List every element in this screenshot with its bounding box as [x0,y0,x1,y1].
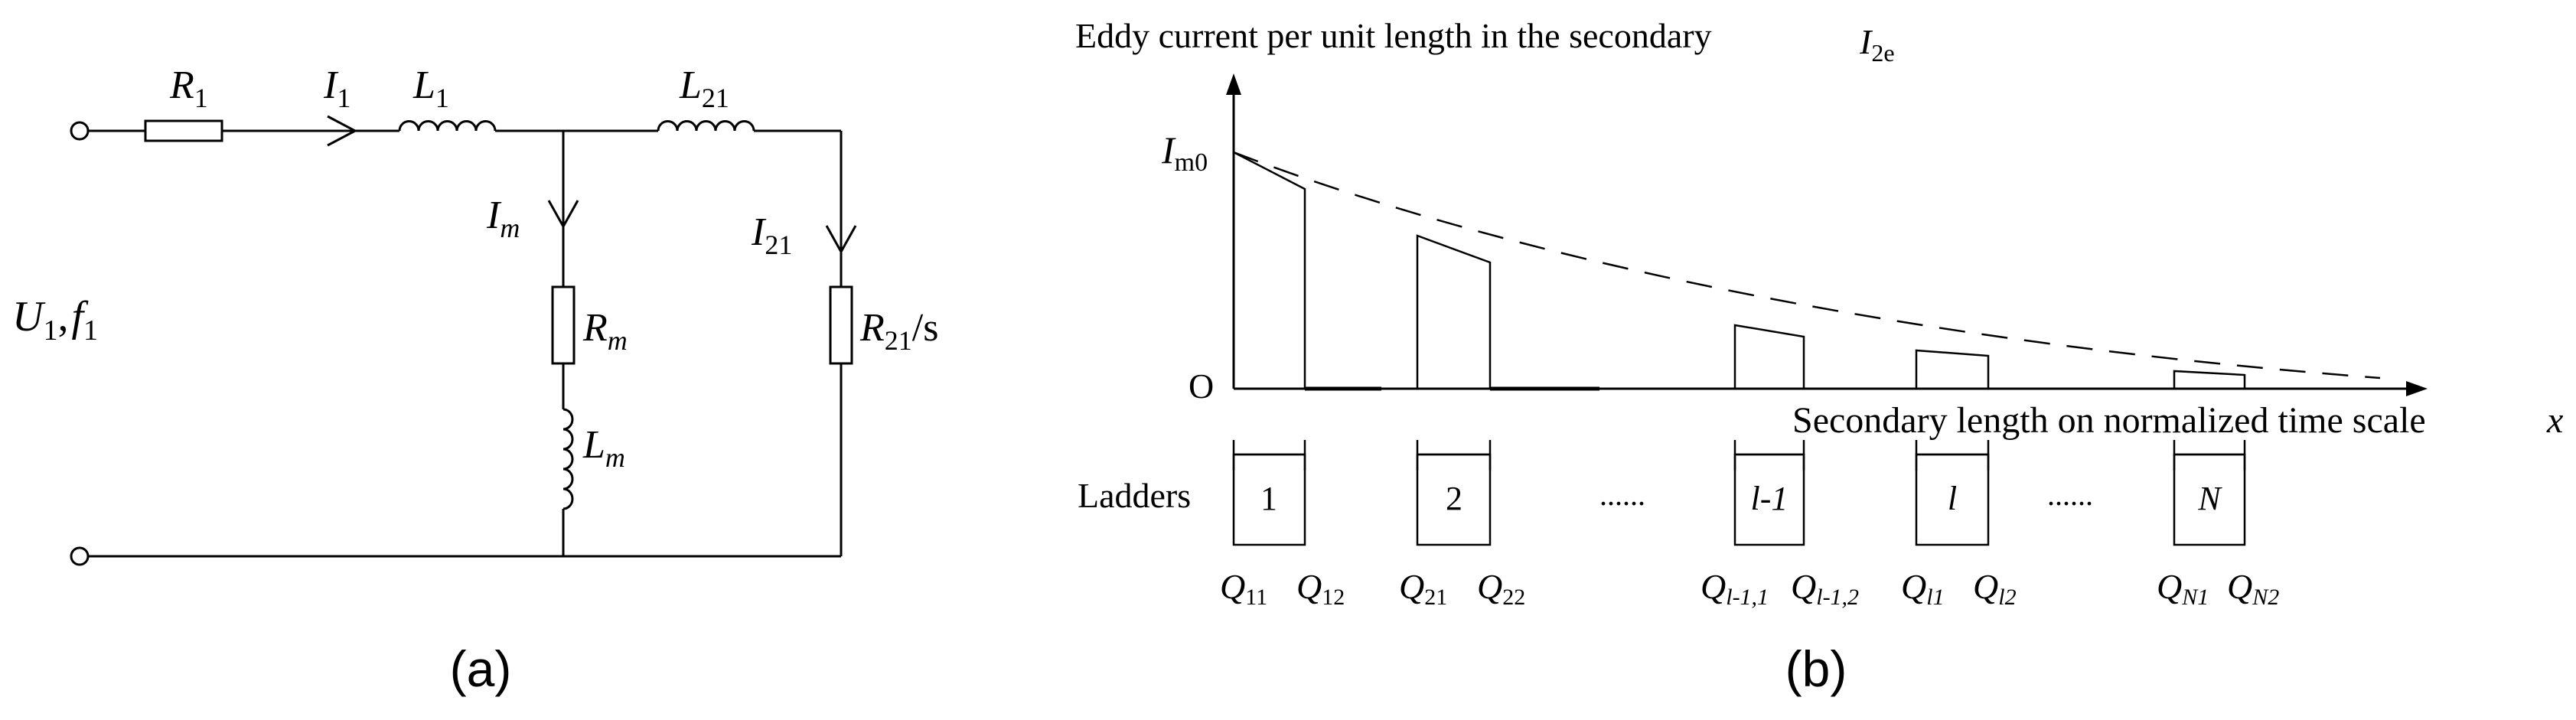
ladder-1-label: 1 [1260,480,1277,517]
ladder-2: 2 [1416,440,1492,546]
arrow-im [547,200,579,230]
y-axis-label: Eddy current per unit length in the seco… [1075,16,1712,55]
origin-label: O [1189,367,1214,406]
ladder-2-label: 2 [1446,480,1462,517]
inductor-l21 [657,120,755,132]
label-im0: Im0 [1161,129,1208,177]
q-label-21: Q21 [1399,567,1447,610]
q-label-22: Q22 [1477,567,1525,610]
decay-envelope-dashed [1233,151,2381,380]
current-segment-l-1 [1733,324,1805,389]
ladder-l-label: l [1948,480,1957,517]
q-label-l-1-1: Ql-1,1 [1700,567,1769,610]
q-label-l1: Ql1 [1901,567,1945,610]
panel-a-circuit: R1 I1 L1 L21 Im I21 Rm Lm R21/s U1,f1 (a… [12,64,938,697]
q-label-l2: Ql2 [1973,567,2017,610]
inductor-l1 [398,120,497,132]
label-r21-over-s: R21/s [859,306,938,356]
label-im: Im [486,194,520,243]
inductor-lm [562,408,574,510]
ladder-1: 1 [1232,440,1306,546]
ladders-label: Ladders [1078,476,1191,515]
caption-a: (a) [450,640,512,697]
current-segment-2 [1416,234,1492,389]
q-label-n2: QN2 [2227,567,2279,610]
q-label-n1: QN1 [2157,567,2209,610]
x-axis-symbol: x [2546,400,2563,441]
label-lm: Lm [582,423,625,473]
arrow-i1 [327,115,358,147]
input-terminal-bottom [70,546,90,566]
label-i1: I1 [323,64,351,113]
ladder-l-1-label: l-1 [1751,480,1789,517]
arrow-i21 [825,225,857,255]
current-segment-1 [1233,151,1306,389]
x-axis-label: Secondary length on normalized time scal… [1792,400,2426,441]
label-i21: I21 [751,210,792,260]
resistor-rm [551,285,576,365]
y-axis-symbol: I2e [1859,22,1895,67]
ellipsis-1: ...... [1599,477,1645,512]
resistor-r21 [829,285,853,365]
q-label-l-1-2: Ql-1,2 [1791,567,1859,610]
current-segment-l [1915,349,1990,389]
ladder-n: N [2173,440,2246,546]
resistor-r1 [144,119,223,142]
ellipsis-2: ...... [2047,477,2093,512]
y-axis-arrow [1226,73,1241,95]
q-label-12: Q12 [1296,567,1345,610]
label-l21: L21 [679,64,729,113]
label-l1: L1 [412,64,449,113]
ladder-l-1: l-1 [1733,440,1805,546]
ladder-n-label: N [2197,480,2222,517]
label-u1-f1: U1,f1 [12,293,98,347]
ladder-l: l [1915,440,1990,546]
label-rm: Rm [582,306,628,356]
input-terminal-top [70,121,90,141]
x-axis-arrow [2406,381,2428,396]
caption-b: (b) [1785,640,1847,697]
label-r1: R1 [169,64,208,113]
current-segment-n [2173,370,2246,389]
q-label-11: Q11 [1220,567,1267,610]
panel-b-ladders: Eddy current per unit length in the seco… [1075,16,2563,697]
